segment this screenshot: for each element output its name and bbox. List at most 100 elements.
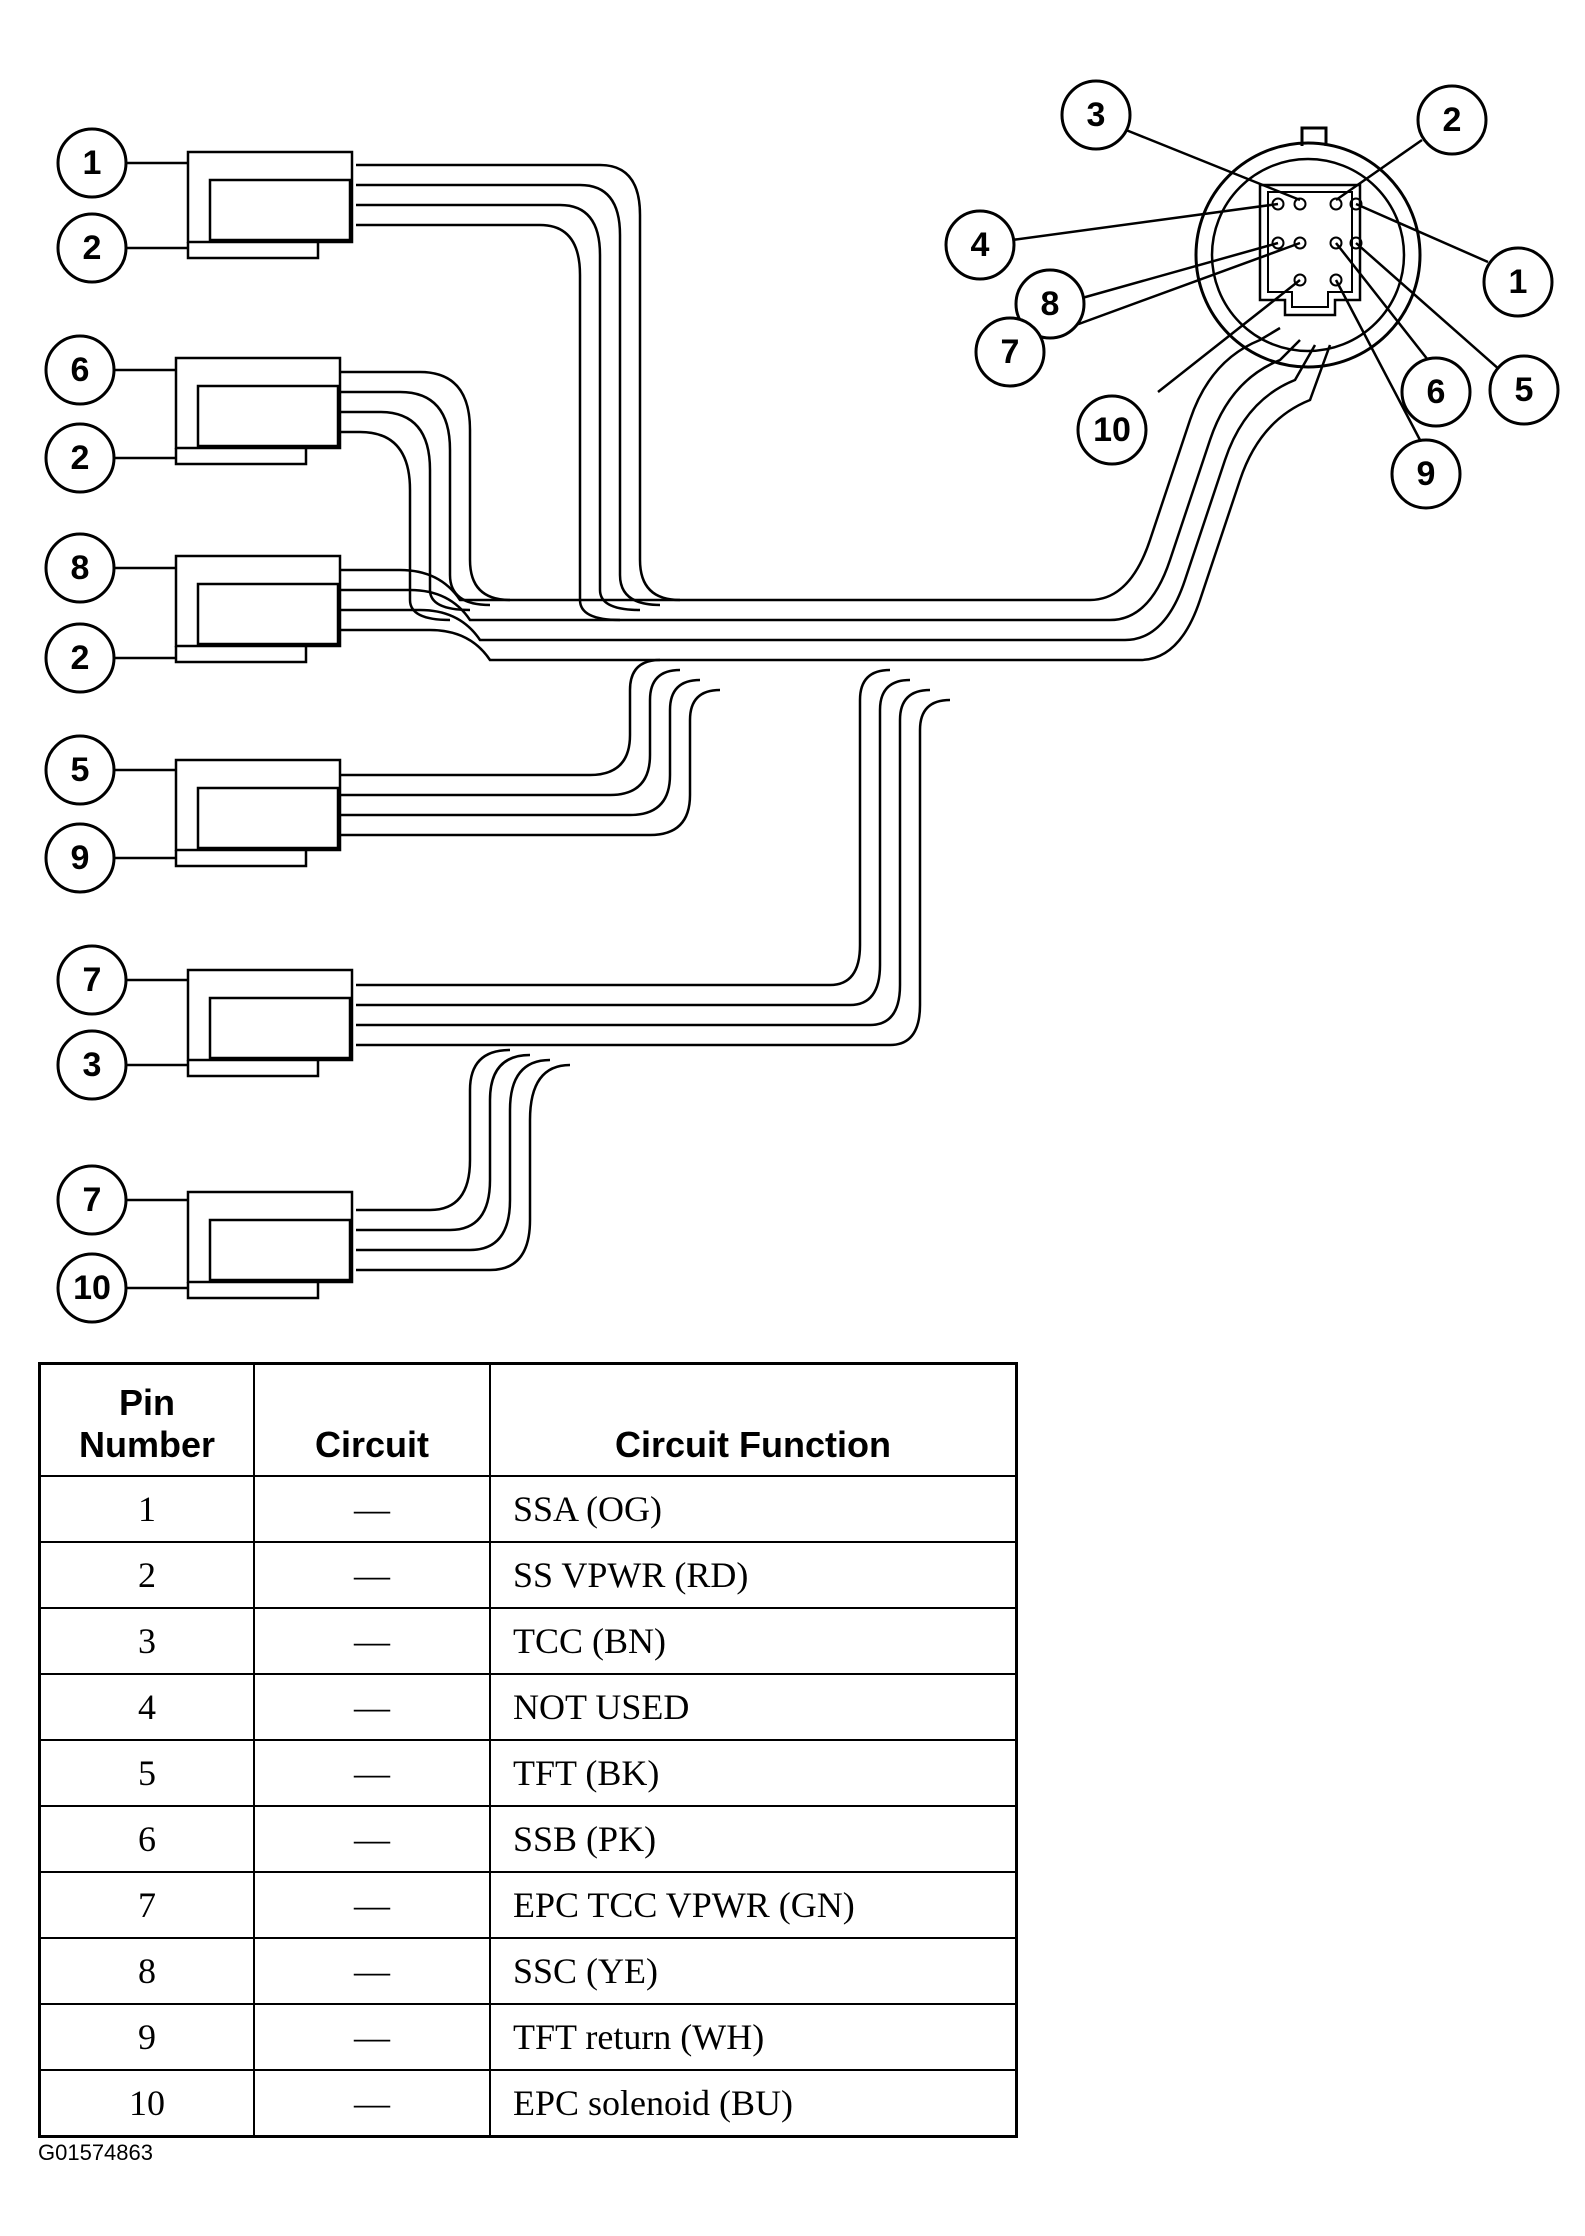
- plug-callout-label: 1: [83, 144, 102, 182]
- plug-callout-label: 10: [73, 1269, 111, 1307]
- plug-callout-label: 2: [71, 639, 90, 677]
- header-pin-number: Pin Number: [38, 1362, 255, 1477]
- wiring-harness-diagram: 3 2 4 1 8 7 10 5 6 9 1 2 6 2 8 2 5 9 7 3…: [44, 79, 1560, 1324]
- plug-leader-lines: [114, 161, 188, 1290]
- function-cell: TFT (BK): [489, 1739, 1018, 1807]
- circuit-cell: —: [253, 1739, 491, 1807]
- table-row: 8—SSC (YE): [38, 1937, 1018, 2005]
- plug-callout-label: 8: [71, 549, 90, 587]
- pin-cell: 2: [38, 1541, 255, 1609]
- plug-callout: [44, 422, 116, 494]
- function-cell: TFT return (WH): [489, 2003, 1018, 2071]
- cavity-pin-9: [1329, 273, 1343, 287]
- circuit-cell: —: [253, 1805, 491, 1873]
- table-row: 3—TCC (BN): [38, 1607, 1018, 1675]
- pin-cell: 1: [38, 1475, 255, 1543]
- callout-6: [1400, 356, 1472, 428]
- table-row: 1—SSA (OG): [38, 1475, 1018, 1543]
- header-label: Circuit Function: [615, 1423, 891, 1465]
- callout-8: [1014, 268, 1086, 340]
- cavity-pin-10: [1293, 273, 1307, 287]
- plug-callouts: [44, 127, 128, 1324]
- pin-cell: 9: [38, 2003, 255, 2071]
- table-row: 6—SSB (PK): [38, 1805, 1018, 1873]
- pin-cell: 5: [38, 1739, 255, 1807]
- plug-callout: [56, 944, 128, 1016]
- plug-callout-label: 6: [71, 351, 90, 389]
- figure-code: G01574863: [38, 2140, 153, 2165]
- circuit-cell: —: [253, 1673, 491, 1741]
- circuit-cell: —: [253, 1607, 491, 1675]
- circuit-cell: —: [253, 2069, 491, 2138]
- circuit-cell: —: [253, 1541, 491, 1609]
- plug-callout-label: 2: [71, 439, 90, 477]
- callout-label: 8: [1041, 285, 1060, 323]
- circuit-cell: —: [253, 1475, 491, 1543]
- function-cell: SS VPWR (RD): [489, 1541, 1018, 1609]
- plug-callout: [44, 822, 116, 894]
- pin-cell: 4: [38, 1673, 255, 1741]
- callout-label: 6: [1427, 373, 1446, 411]
- table-row: 5—TFT (BK): [38, 1739, 1018, 1807]
- table-row: 4—NOT USED: [38, 1673, 1018, 1741]
- plug-callout-label: 9: [71, 839, 90, 877]
- function-cell: SSB (PK): [489, 1805, 1018, 1873]
- header-circuit-function: Circuit Function: [489, 1362, 1018, 1477]
- cavity-pin-6: [1329, 236, 1343, 250]
- callout-5: [1488, 354, 1560, 426]
- connector-leader-lines: [1011, 128, 1501, 441]
- circuit-cell: —: [253, 2003, 491, 2071]
- callout-label: 10: [1093, 411, 1131, 449]
- callout-label: 7: [1001, 333, 1020, 371]
- callout-label: 1: [1509, 263, 1528, 301]
- table-row: 10—EPC solenoid (BU): [38, 2069, 1018, 2138]
- pin-cell: 7: [38, 1871, 255, 1939]
- pin-cell: 8: [38, 1937, 255, 2005]
- table-header-row: Pin Number Circuit Circuit Function: [38, 1362, 1018, 1477]
- function-cell: EPC solenoid (BU): [489, 2069, 1018, 2138]
- callout-9: [1390, 438, 1462, 510]
- plug-callout: [56, 1252, 128, 1324]
- function-cell: SSC (YE): [489, 1937, 1018, 2005]
- table-body: 1—SSA (OG)2—SS VPWR (RD)3—TCC (BN)4—NOT …: [38, 1475, 1018, 2138]
- header-circuit: Circuit: [253, 1362, 491, 1477]
- table-row: 7—EPC TCC VPWR (GN): [38, 1871, 1018, 1939]
- plug-callout: [56, 127, 128, 199]
- callout-3: [1060, 79, 1132, 151]
- plug-connector-2: [174, 356, 342, 466]
- plug-connector-5: [186, 968, 354, 1078]
- plug-callout: [44, 622, 116, 694]
- circuit-cell: —: [253, 1937, 491, 2005]
- plug-callout-label: 2: [83, 229, 102, 267]
- callout-label: 3: [1087, 96, 1106, 134]
- callout-1: [1482, 246, 1554, 318]
- function-cell: NOT USED: [489, 1673, 1018, 1741]
- callout-label: 5: [1515, 371, 1534, 409]
- function-cell: EPC TCC VPWR (GN): [489, 1871, 1018, 1939]
- circuit-cell: —: [253, 1871, 491, 1939]
- plug-callout-label: 3: [83, 1046, 102, 1084]
- callout-label: 4: [971, 226, 990, 264]
- plug-callout: [56, 212, 128, 284]
- pin-cell: 10: [38, 2069, 255, 2138]
- header-label: Circuit: [314, 1423, 429, 1465]
- cavity-pin-5: [1349, 236, 1363, 250]
- plug-callout: [44, 532, 116, 604]
- plug-connector-6: [186, 1190, 354, 1300]
- header-label: Pin Number: [78, 1382, 216, 1465]
- cavity-pin-3: [1293, 197, 1307, 211]
- function-cell: TCC (BN): [489, 1607, 1018, 1675]
- plug-callout-label: 5: [71, 751, 90, 789]
- callout-label: 9: [1417, 455, 1436, 493]
- plug-callout-label: 7: [83, 1181, 102, 1219]
- plug-connector-4: [174, 758, 342, 868]
- cavity-pin-7: [1293, 236, 1307, 250]
- plug-callout: [56, 1029, 128, 1101]
- callout-2: [1416, 84, 1488, 156]
- callout-label: 2: [1443, 101, 1462, 139]
- main-connector: [1194, 126, 1422, 369]
- plug-callout-label: 7: [83, 961, 102, 999]
- table-row: 9—TFT return (WH): [38, 2003, 1018, 2071]
- callout-4: [944, 209, 1016, 281]
- pin-cell: 6: [38, 1805, 255, 1873]
